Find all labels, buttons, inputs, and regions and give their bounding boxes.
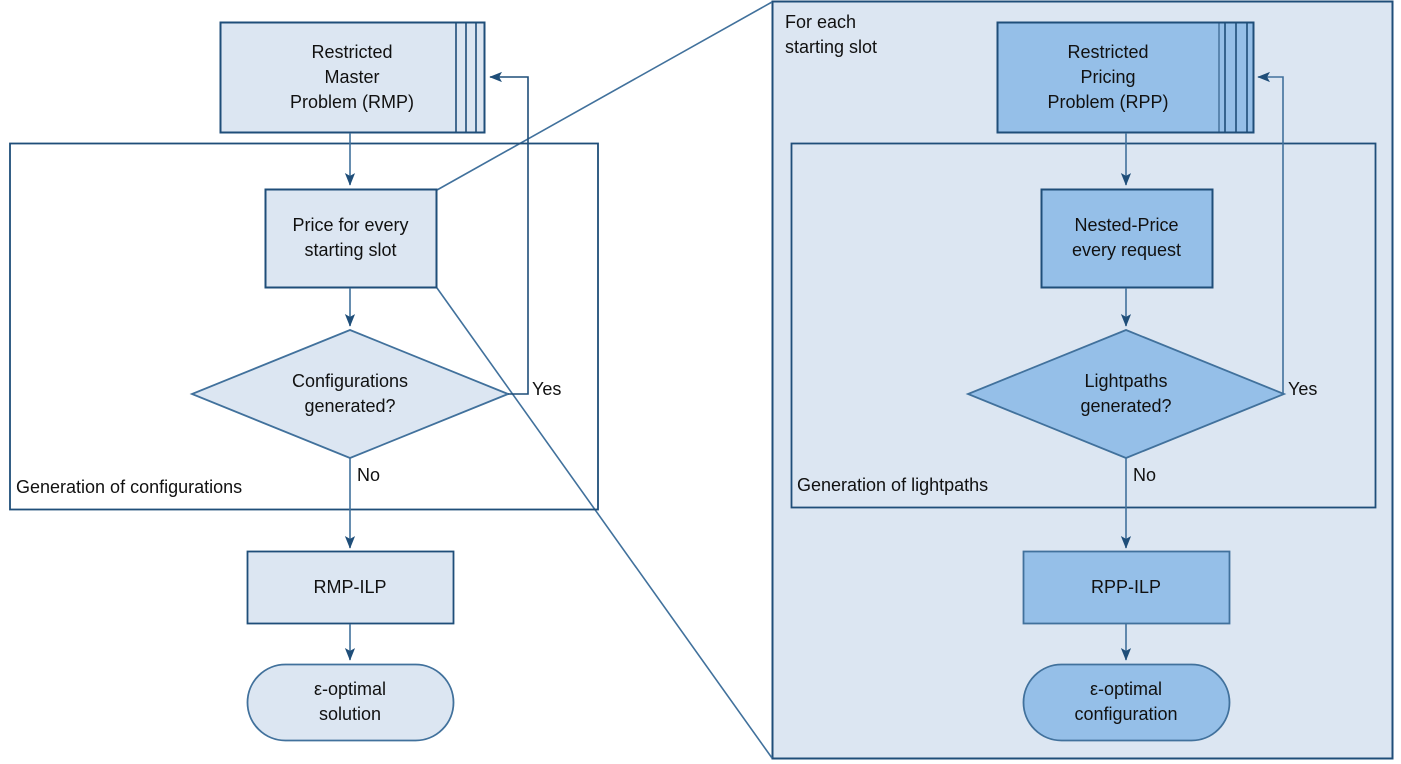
- edge-yes-feedback-right: [1257, 71, 1284, 395]
- right-group-label: Generation of lightpaths: [797, 475, 989, 495]
- right-panel-caption: For each starting slot: [785, 12, 878, 57]
- right-group-box: [790, 142, 1377, 509]
- edge-yes-feedback-left: [489, 71, 529, 395]
- nested-price-node-shape[interactable]: [1040, 188, 1214, 289]
- rmp-node-shape[interactable]: [219, 21, 486, 134]
- rpp-ilp-node-shape[interactable]: [1022, 550, 1231, 625]
- rmp-ilp-node-shape[interactable]: [246, 550, 455, 625]
- rpp-node-shape[interactable]: [996, 21, 1255, 134]
- price-node-shape[interactable]: [264, 188, 438, 289]
- left-no-label: No: [357, 465, 381, 485]
- left-group-box: [9, 142, 599, 511]
- epsilon-configuration-node-shape[interactable]: [1022, 663, 1231, 742]
- callout-line-bottom: [436, 287, 773, 759]
- callout-line-top: [436, 1, 773, 191]
- left-yes-label: Yes: [532, 379, 562, 399]
- configurations-decision-shape[interactable]: [189, 329, 511, 459]
- right-no-label: No: [1133, 465, 1157, 485]
- epsilon-solution-node-shape[interactable]: [246, 663, 455, 742]
- left-group-label: Generation of configurations: [16, 477, 243, 497]
- right-yes-label: Yes: [1288, 379, 1318, 399]
